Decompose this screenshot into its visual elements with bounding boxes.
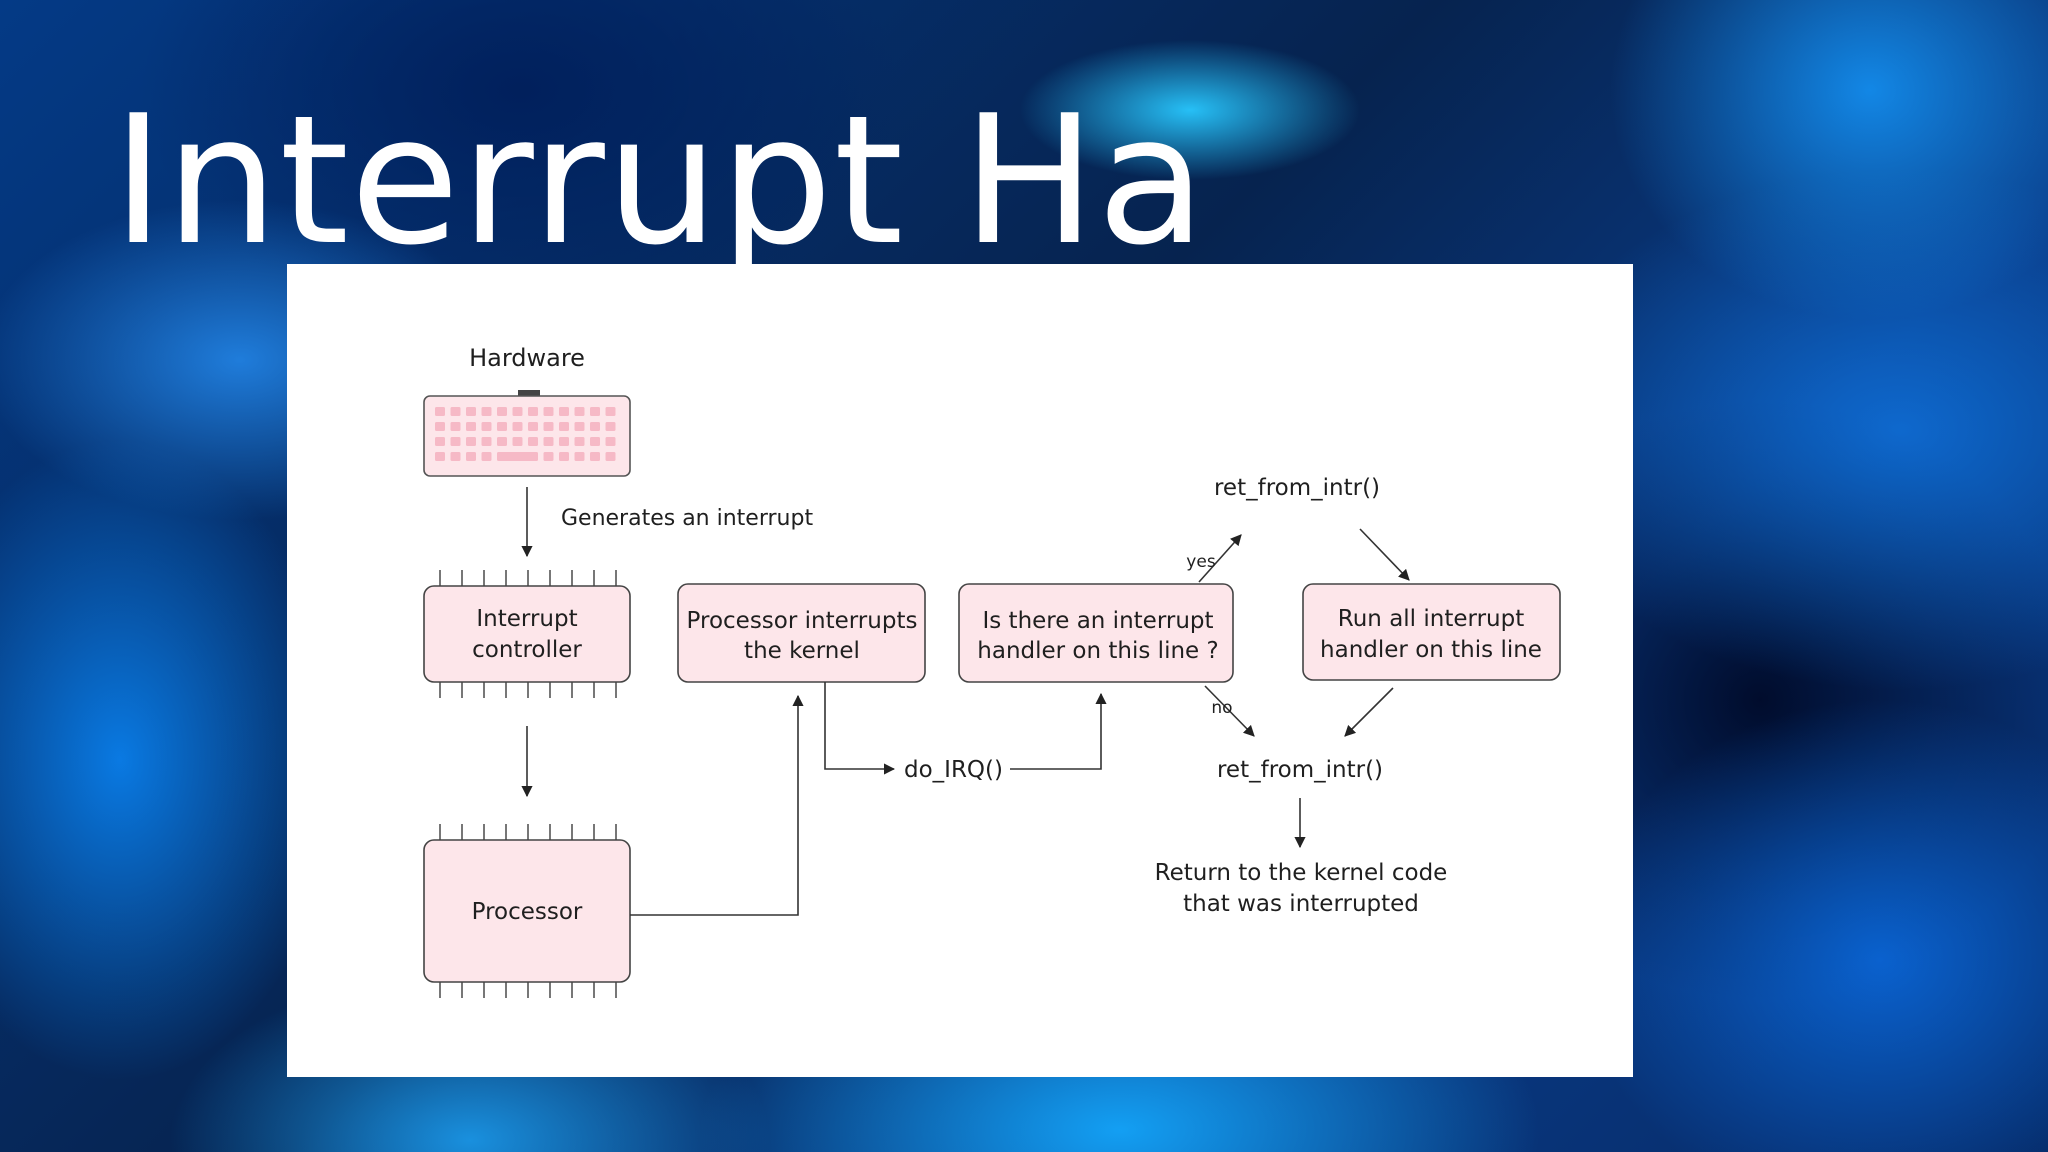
keyboard-key (466, 437, 476, 446)
keyboard-key (512, 407, 523, 416)
handler-question-label-2: handler on this line ? (977, 638, 1218, 664)
arrow-ret-to-run-all (1359, 528, 1410, 581)
keyboard-key (559, 452, 569, 461)
run-all-handlers-box: Run all interrupt handler on this line (1302, 583, 1561, 681)
keyboard-key (466, 422, 476, 431)
processor-interrupts-label-1: Processor interrupts (687, 608, 918, 634)
slide-title: Interrupt Ha (112, 77, 1207, 284)
keyboard-key (590, 422, 600, 431)
handler-question-label-1: Is there an interrupt (982, 608, 1213, 634)
keyboard-key (574, 452, 585, 461)
arrow-do-irq-to-question (1010, 692, 1107, 770)
keyboard-key (466, 407, 476, 416)
do-irq-label: do_IRQ() (904, 757, 1003, 783)
ret-from-intr-top: ret_from_intr() (1214, 475, 1380, 501)
keyboard-key (590, 437, 600, 446)
ret-from-intr-bottom: ret_from_intr() (1217, 757, 1383, 783)
processor-chip: Processor (423, 824, 631, 998)
keyboard-key (497, 407, 507, 416)
no-label: no (1211, 698, 1232, 718)
keyboard-key (543, 422, 554, 431)
keyboard-key (497, 422, 507, 431)
arrow-kernel-to-do-irq (824, 682, 896, 775)
keyboard-key (512, 437, 523, 446)
keyboard-key (559, 407, 569, 416)
keyboard-key (590, 407, 600, 416)
arrow-run-all-to-ret (1344, 687, 1394, 737)
keyboard-key (605, 437, 616, 446)
arrow-yes (1198, 534, 1242, 583)
keyboard-key (574, 437, 585, 446)
keyboard-key (512, 422, 523, 431)
arrow-processor-to-kernel (630, 694, 804, 916)
processor-interrupts-label-2: the kernel (744, 638, 860, 664)
keyboard-icon (423, 390, 631, 477)
return-text-2: that was interrupted (1183, 891, 1419, 917)
keyboard-key (528, 407, 538, 416)
keyboard-key (435, 437, 445, 446)
keyboard-key (481, 422, 492, 431)
processor-interrupts-box: Processor interrupts the kernel (677, 583, 926, 683)
keyboard-key (528, 437, 538, 446)
keyboard-key (574, 407, 585, 416)
keyboard-key (435, 422, 445, 431)
interrupt-controller-label-1: Interrupt (476, 606, 577, 632)
keyboard-key (481, 452, 492, 461)
keyboard-key (450, 452, 461, 461)
return-text-1: Return to the kernel code (1155, 860, 1448, 886)
keyboard-key (450, 407, 461, 416)
keyboard-key (605, 422, 616, 431)
keyboard-key (481, 407, 492, 416)
hardware-label: Hardware (469, 344, 585, 372)
interrupt-controller-label-2: controller (472, 637, 582, 663)
keyboard-key (528, 422, 538, 431)
arrow-no (1204, 685, 1255, 737)
interrupt-flow-diagram: Hardware Generates an interrupt Interrup… (423, 344, 1561, 998)
keyboard-key (559, 422, 569, 431)
keyboard-key (605, 452, 616, 461)
handler-question-box: Is there an interrupt handler on this li… (958, 583, 1234, 683)
keyboard-key (590, 452, 600, 461)
diagram-figure: Hardware Generates an interrupt Interrup… (287, 264, 1633, 1077)
interrupt-controller-chip: Interrupt controller (423, 570, 631, 698)
run-all-label-2: handler on this line (1320, 637, 1542, 663)
keyboard-key (543, 437, 554, 446)
keyboard-key (543, 407, 554, 416)
run-all-label-1: Run all interrupt (1338, 606, 1524, 632)
keyboard-spacebar (497, 452, 538, 461)
keyboard-key (497, 437, 507, 446)
keyboard-key (450, 422, 461, 431)
keyboard-key (450, 437, 461, 446)
keyboard-key (481, 437, 492, 446)
processor-label: Processor (472, 899, 583, 925)
generates-interrupt-label: Generates an interrupt (561, 506, 813, 531)
keyboard-key (543, 452, 554, 461)
keyboard-key (605, 407, 616, 416)
keyboard-key (435, 452, 445, 461)
keyboard-key (559, 437, 569, 446)
yes-label: yes (1186, 552, 1216, 572)
keyboard-key (466, 452, 476, 461)
keyboard-key (574, 422, 585, 431)
keyboard-key (435, 407, 445, 416)
